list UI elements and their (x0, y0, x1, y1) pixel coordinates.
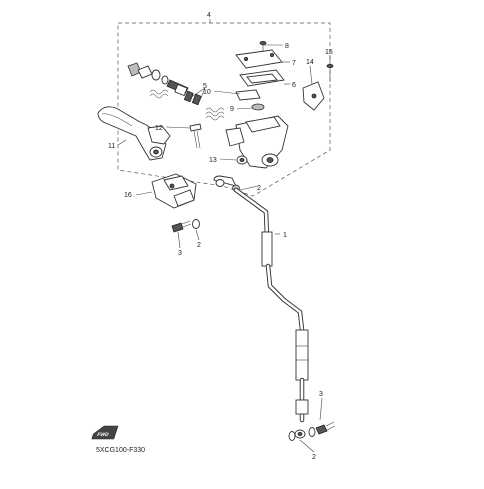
front-direction-icon: FWD (91, 425, 119, 440)
bracket-holder (302, 81, 325, 111)
callout-11: 11 (108, 143, 115, 150)
master-cylinder-body (225, 115, 289, 169)
figure-code: 5XCG100-F330 (96, 447, 145, 454)
assembly-boundary (117, 22, 331, 197)
lever-holder (151, 173, 197, 209)
small-nut (236, 155, 248, 165)
callout-10: 10 (203, 89, 211, 96)
holder-bolt (326, 64, 334, 82)
callout-3a: 3 (178, 250, 182, 257)
callout-8: 8 (285, 43, 289, 50)
callout-9: 9 (230, 106, 234, 113)
piston-boot-group (127, 62, 169, 85)
leader-lines (117, 19, 331, 453)
float-washer (251, 103, 265, 111)
lower-union-bolt (315, 421, 336, 435)
callout-15: 15 (325, 49, 333, 56)
brake-hose (213, 175, 309, 439)
callout-2a: 2 (257, 185, 261, 192)
callout-4: 4 (207, 12, 211, 19)
callout-12: 12 (155, 125, 163, 132)
lower-washers (288, 427, 316, 441)
callout-3b: 3 (319, 391, 323, 398)
spring-small (149, 89, 169, 99)
callout-7: 7 (292, 60, 296, 67)
callout-13: 13 (209, 157, 217, 164)
callout-14: 14 (306, 59, 314, 66)
diaphragm-plate (235, 89, 261, 101)
reservoir-cap (235, 49, 283, 69)
callout-5: 5 (203, 83, 207, 90)
callout-6: 6 (292, 82, 296, 89)
copper-washer-left (192, 219, 200, 229)
callout-1: 1 (283, 232, 287, 239)
pivot-bolt (189, 123, 202, 149)
diaphragm (239, 69, 285, 87)
piston-kit (166, 79, 202, 106)
front-icon-label: FWD (96, 432, 110, 438)
brake-lever (97, 106, 171, 161)
callout-16: 16 (124, 192, 132, 199)
holder-bolt-left (171, 220, 192, 233)
cap-screw (259, 41, 267, 52)
callout-2c: 2 (312, 454, 316, 461)
callout-2b: 2 (197, 242, 201, 249)
spring-large (205, 107, 225, 121)
